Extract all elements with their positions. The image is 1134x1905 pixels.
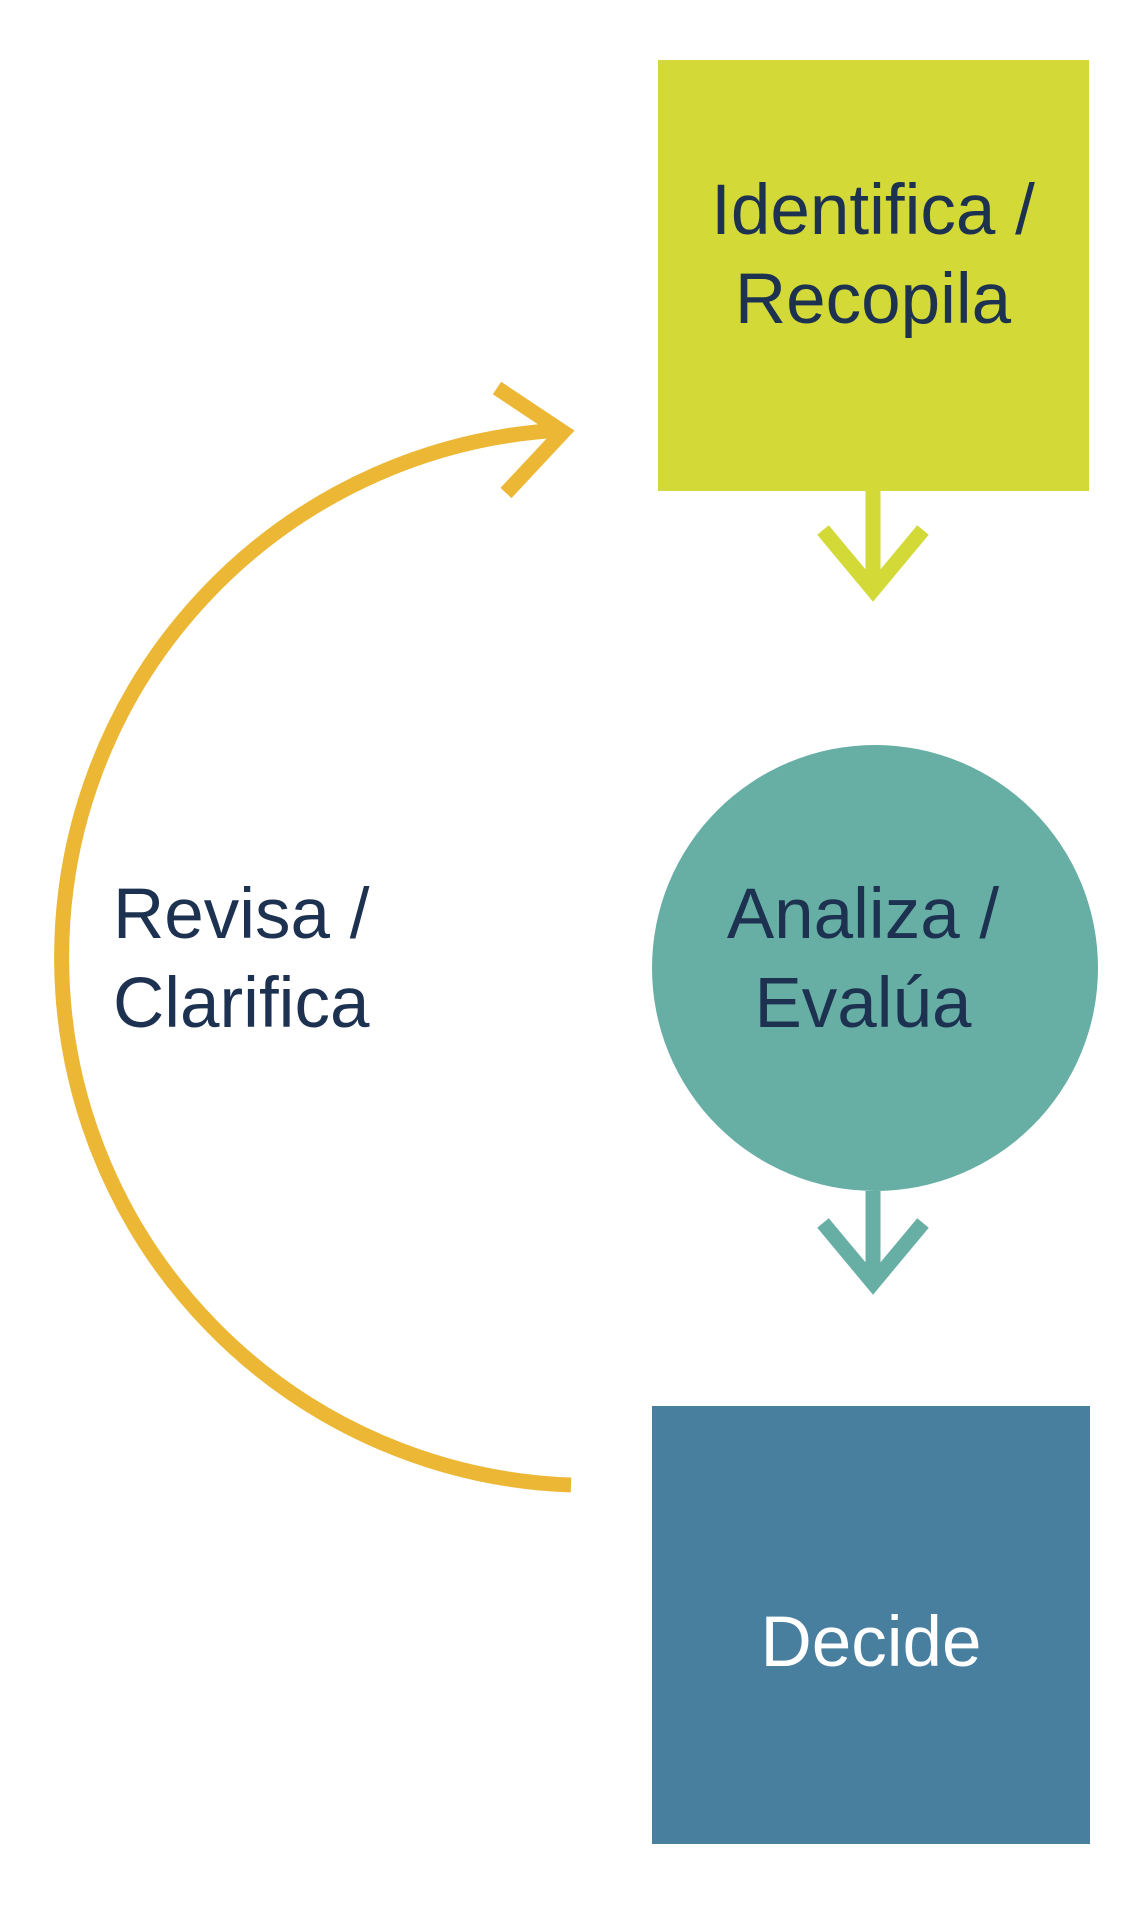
loop-arrow <box>54 381 575 1493</box>
loop-label: Revisa / Clarifica <box>113 875 370 1043</box>
loop-label-line2: Clarifica <box>113 964 370 1043</box>
identify-label-line2: Recopila <box>735 260 1012 339</box>
decide-label: Decide <box>760 1603 981 1682</box>
loop-arc <box>54 422 572 1493</box>
analyze-label-line2: Evalúa <box>754 964 972 1043</box>
identify-label-line1: Identifica / <box>711 171 1035 250</box>
arrow-analyze-to-decide <box>817 1191 929 1295</box>
decide-box <box>652 1406 1090 1844</box>
loop-label-line1: Revisa / <box>113 875 370 954</box>
analyze-circle <box>652 745 1098 1191</box>
step-identify: Identifica / Recopila <box>658 60 1089 491</box>
loop-arrowhead <box>492 381 575 499</box>
arrow-head <box>817 1218 929 1295</box>
step-analyze: Analiza / Evalúa <box>652 745 1098 1191</box>
arrow-identify-to-analyze <box>817 491 929 602</box>
arrow-head <box>817 525 929 602</box>
analyze-label-line1: Analiza / <box>727 875 1000 954</box>
step-decide: Decide <box>652 1406 1090 1844</box>
identify-box <box>658 60 1089 491</box>
